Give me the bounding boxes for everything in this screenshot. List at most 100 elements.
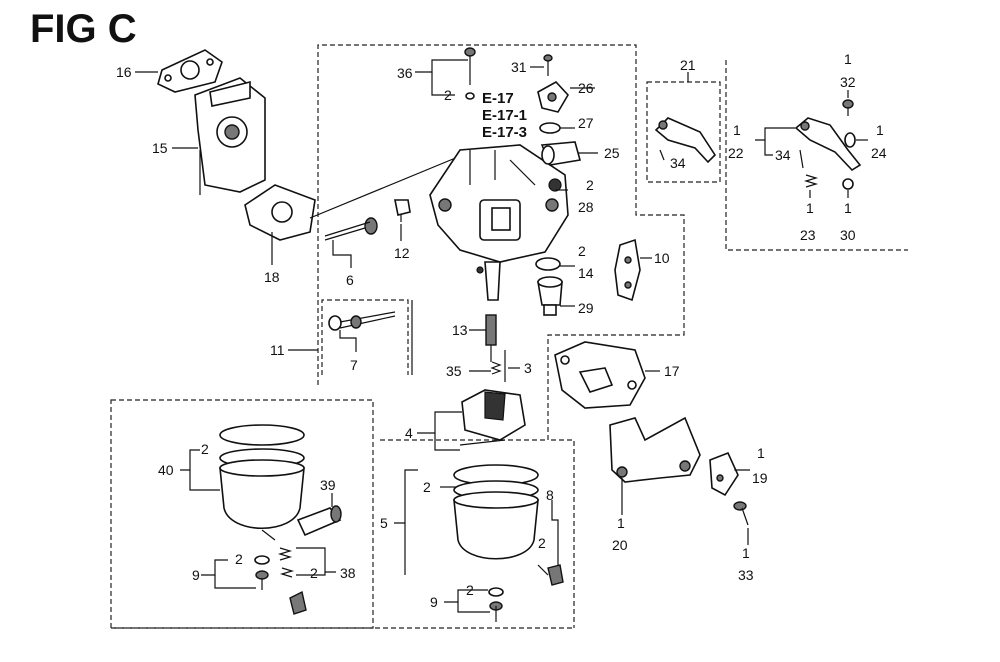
callout: 2 — [444, 87, 452, 103]
callout: 14 — [578, 265, 594, 281]
callout: 18 — [264, 269, 280, 285]
callout: 1 — [876, 122, 884, 138]
spring-38-part — [277, 547, 295, 578]
gasket-17-part — [554, 341, 646, 409]
collar-24-part — [844, 132, 856, 148]
callout: 39 — [320, 477, 336, 493]
screw-33-part — [733, 501, 749, 526]
callout: 2 — [578, 243, 586, 259]
spring-28-part — [548, 178, 562, 192]
callout: 30 — [840, 227, 856, 243]
carburetor-body-part — [429, 144, 569, 301]
screw-32-part — [842, 99, 854, 116]
callout: 8 — [546, 487, 554, 503]
callout: 1 — [806, 200, 814, 216]
callout: 32 — [840, 74, 856, 90]
spring-23-part — [803, 174, 819, 188]
callout: 1 — [844, 51, 852, 67]
lever-22-part — [794, 117, 862, 172]
gasket-16-part — [157, 49, 223, 93]
callout: 11 — [270, 342, 285, 358]
callout: 1 — [617, 515, 625, 531]
callout: 34 — [670, 155, 686, 171]
screw-31-part — [543, 54, 553, 76]
callout: 9 — [192, 567, 200, 583]
reference-code: E-17-3 — [482, 124, 527, 141]
bolt-12-part — [394, 199, 411, 222]
float-4-part — [459, 389, 526, 446]
leader-lines — [135, 59, 868, 613]
callout: 4 — [405, 425, 413, 441]
bolt-9-left-part — [254, 555, 307, 615]
callout: 9 — [430, 594, 438, 610]
callout: 15 — [152, 140, 168, 156]
callout: 1 — [757, 445, 765, 461]
callout: 38 — [340, 565, 356, 581]
callout: 13 — [452, 322, 468, 338]
lever-21-part — [654, 117, 717, 164]
reference-code: E-17-1 — [482, 107, 527, 124]
spring-35-part — [490, 361, 502, 375]
callout: 26 — [578, 80, 594, 96]
screw-kit-11-part — [328, 311, 396, 331]
main-jet-29-part — [537, 276, 563, 316]
bracket-20-part — [609, 416, 701, 483]
gasket-18-part — [244, 151, 471, 241]
callout: 35 — [446, 363, 462, 379]
callout: 16 — [116, 64, 132, 80]
callout: 36 — [397, 65, 413, 81]
lever-kit-box — [646, 81, 721, 183]
callout: 2 — [310, 565, 318, 581]
drain-screw-8-part — [537, 564, 564, 586]
callout: 10 — [654, 250, 670, 266]
callout: 27 — [578, 115, 594, 131]
callout: 23 — [800, 227, 816, 243]
washer-30-part — [842, 178, 854, 190]
callout: 1 — [733, 122, 741, 138]
float-chamber-40-part — [219, 424, 305, 541]
figure-title: FIG C — [30, 7, 137, 51]
filter-39-part — [296, 505, 342, 537]
main-assembly-outline — [317, 44, 685, 628]
screw-kit-box — [321, 299, 409, 375]
float-chamber-5-part — [453, 464, 539, 560]
ring-27-part — [539, 122, 561, 134]
callout: 22 — [728, 145, 744, 161]
callout: 34 — [775, 147, 791, 163]
callout: 24 — [871, 145, 887, 161]
callout: 2 — [586, 177, 594, 193]
callout: 31 — [511, 59, 527, 75]
callout-labels: 16 15 18 6 12 36 2 31 26 27 25 2 28 2 14… — [116, 51, 887, 610]
callout: 29 — [578, 300, 594, 316]
callout: 12 — [394, 245, 410, 261]
insulator-15-part — [194, 77, 266, 195]
callout: 19 — [752, 470, 768, 486]
callout: 7 — [350, 357, 358, 373]
o-ring-14-part — [535, 257, 561, 271]
plug-25-part — [540, 141, 582, 166]
plate-26-part — [537, 80, 569, 113]
callout: 25 — [604, 145, 620, 161]
callout: 33 — [738, 567, 754, 583]
callout: 5 — [380, 515, 388, 531]
callout: 1 — [844, 200, 852, 216]
screw-6-part — [324, 217, 378, 241]
lever-10-part — [614, 238, 641, 302]
callout: 17 — [664, 363, 680, 379]
callout: 3 — [524, 360, 532, 376]
callout: 6 — [346, 272, 354, 288]
callout: 20 — [612, 537, 628, 553]
callout: 1 — [742, 545, 750, 561]
callout: 28 — [578, 199, 594, 215]
callout: 40 — [158, 462, 174, 478]
bolt-9-part — [488, 587, 504, 622]
needle-13-part — [485, 314, 497, 362]
clip-19-part — [709, 451, 739, 497]
screw-36-part — [464, 47, 476, 100]
callout: 2 — [235, 551, 243, 567]
callout: 2 — [538, 535, 546, 551]
callout: 2 — [466, 582, 474, 598]
callout: 21 — [680, 57, 696, 73]
